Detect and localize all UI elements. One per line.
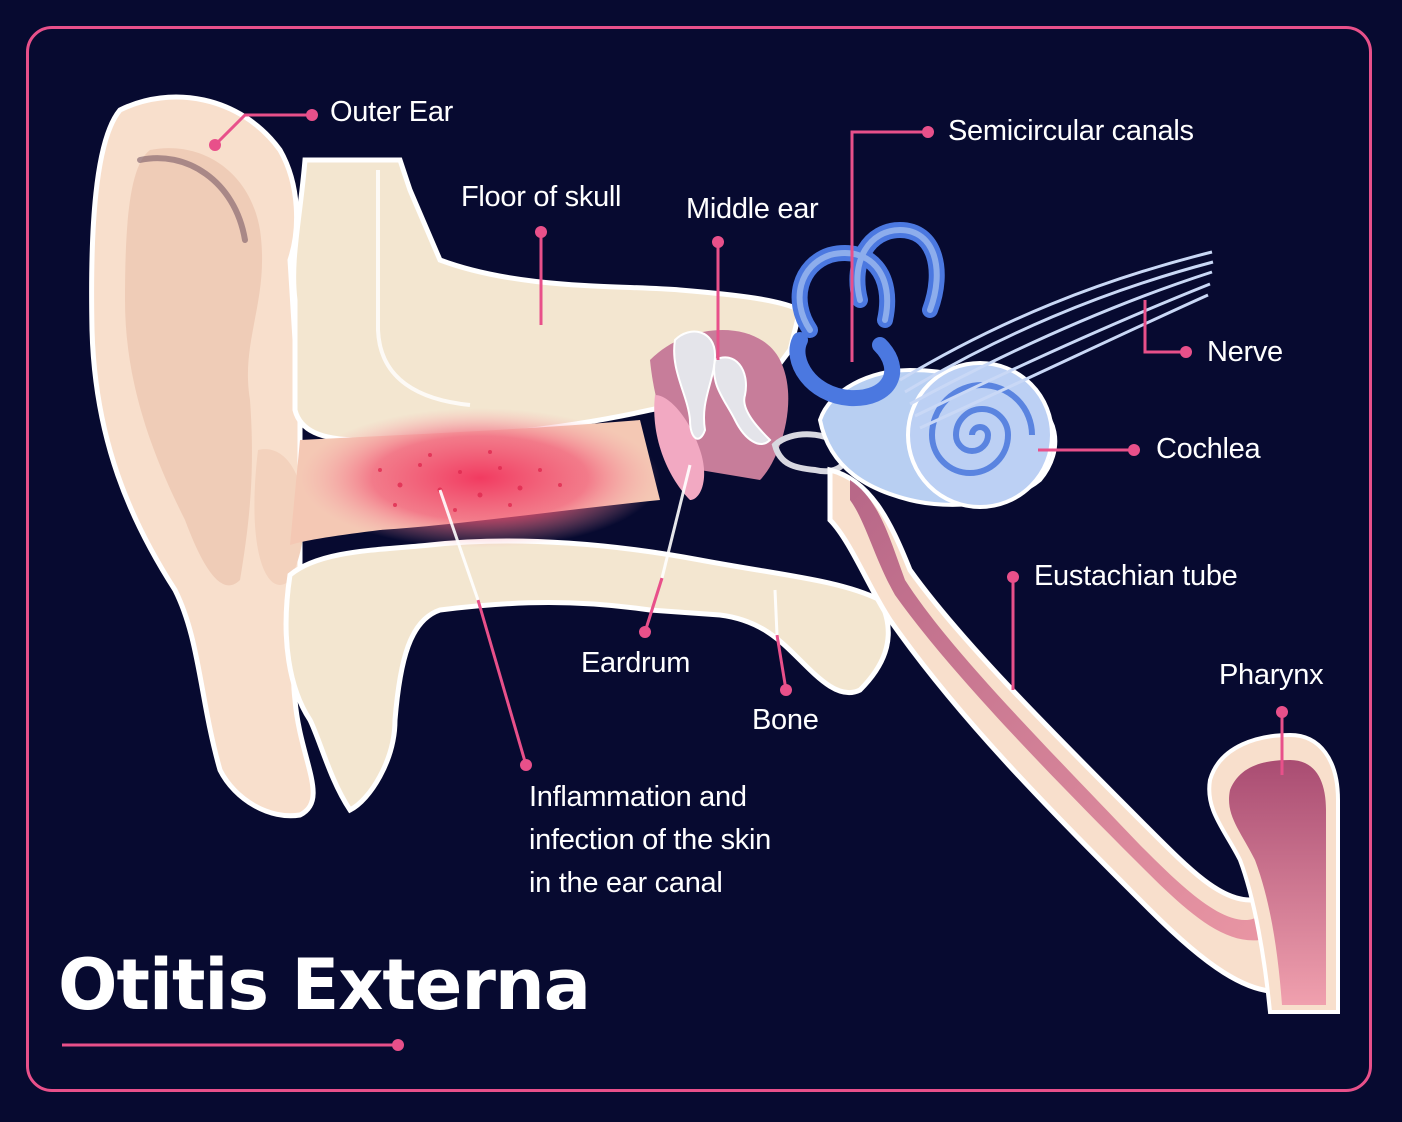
pharynx-shape (1207, 732, 1340, 1014)
diagram-frame (26, 26, 1372, 1092)
label-nerve: Nerve (1207, 336, 1283, 368)
page-title: Otitis Externa (58, 944, 591, 1026)
label-eardrum: Eardrum (581, 647, 691, 679)
leader-lines (62, 113, 1284, 1047)
label-inflammation-line-2: infection of the skin (529, 824, 771, 856)
label-middle-ear: Middle ear (686, 193, 819, 225)
leader-dots (209, 109, 1288, 1051)
cochlea-shape (906, 361, 1054, 509)
label-inflammation: Inflammation and infection of the skin i… (529, 776, 849, 905)
label-inflammation-line-1: Inflammation and (529, 781, 747, 813)
label-inflammation-line-3: in the ear canal (529, 867, 723, 899)
label-outer-ear: Outer Ear (330, 96, 454, 128)
inner-ear (789, 221, 1214, 509)
label-eustachian-tube: Eustachian tube (1034, 560, 1238, 592)
inflamed-skin (300, 408, 660, 548)
label-cochlea: Cochlea (1156, 433, 1261, 465)
inflammation-dots (378, 450, 562, 512)
nerve-fibers (899, 250, 1214, 430)
label-semicircular-canals: Semicircular canals (948, 115, 1194, 147)
outer-ear-shape (89, 94, 316, 819)
label-pharynx: Pharynx (1219, 659, 1324, 691)
label-floor-of-skull: Floor of skull (461, 181, 622, 213)
label-bone: Bone (752, 704, 819, 736)
lower-bone-shape (283, 538, 891, 814)
eardrum-shape (654, 395, 705, 500)
